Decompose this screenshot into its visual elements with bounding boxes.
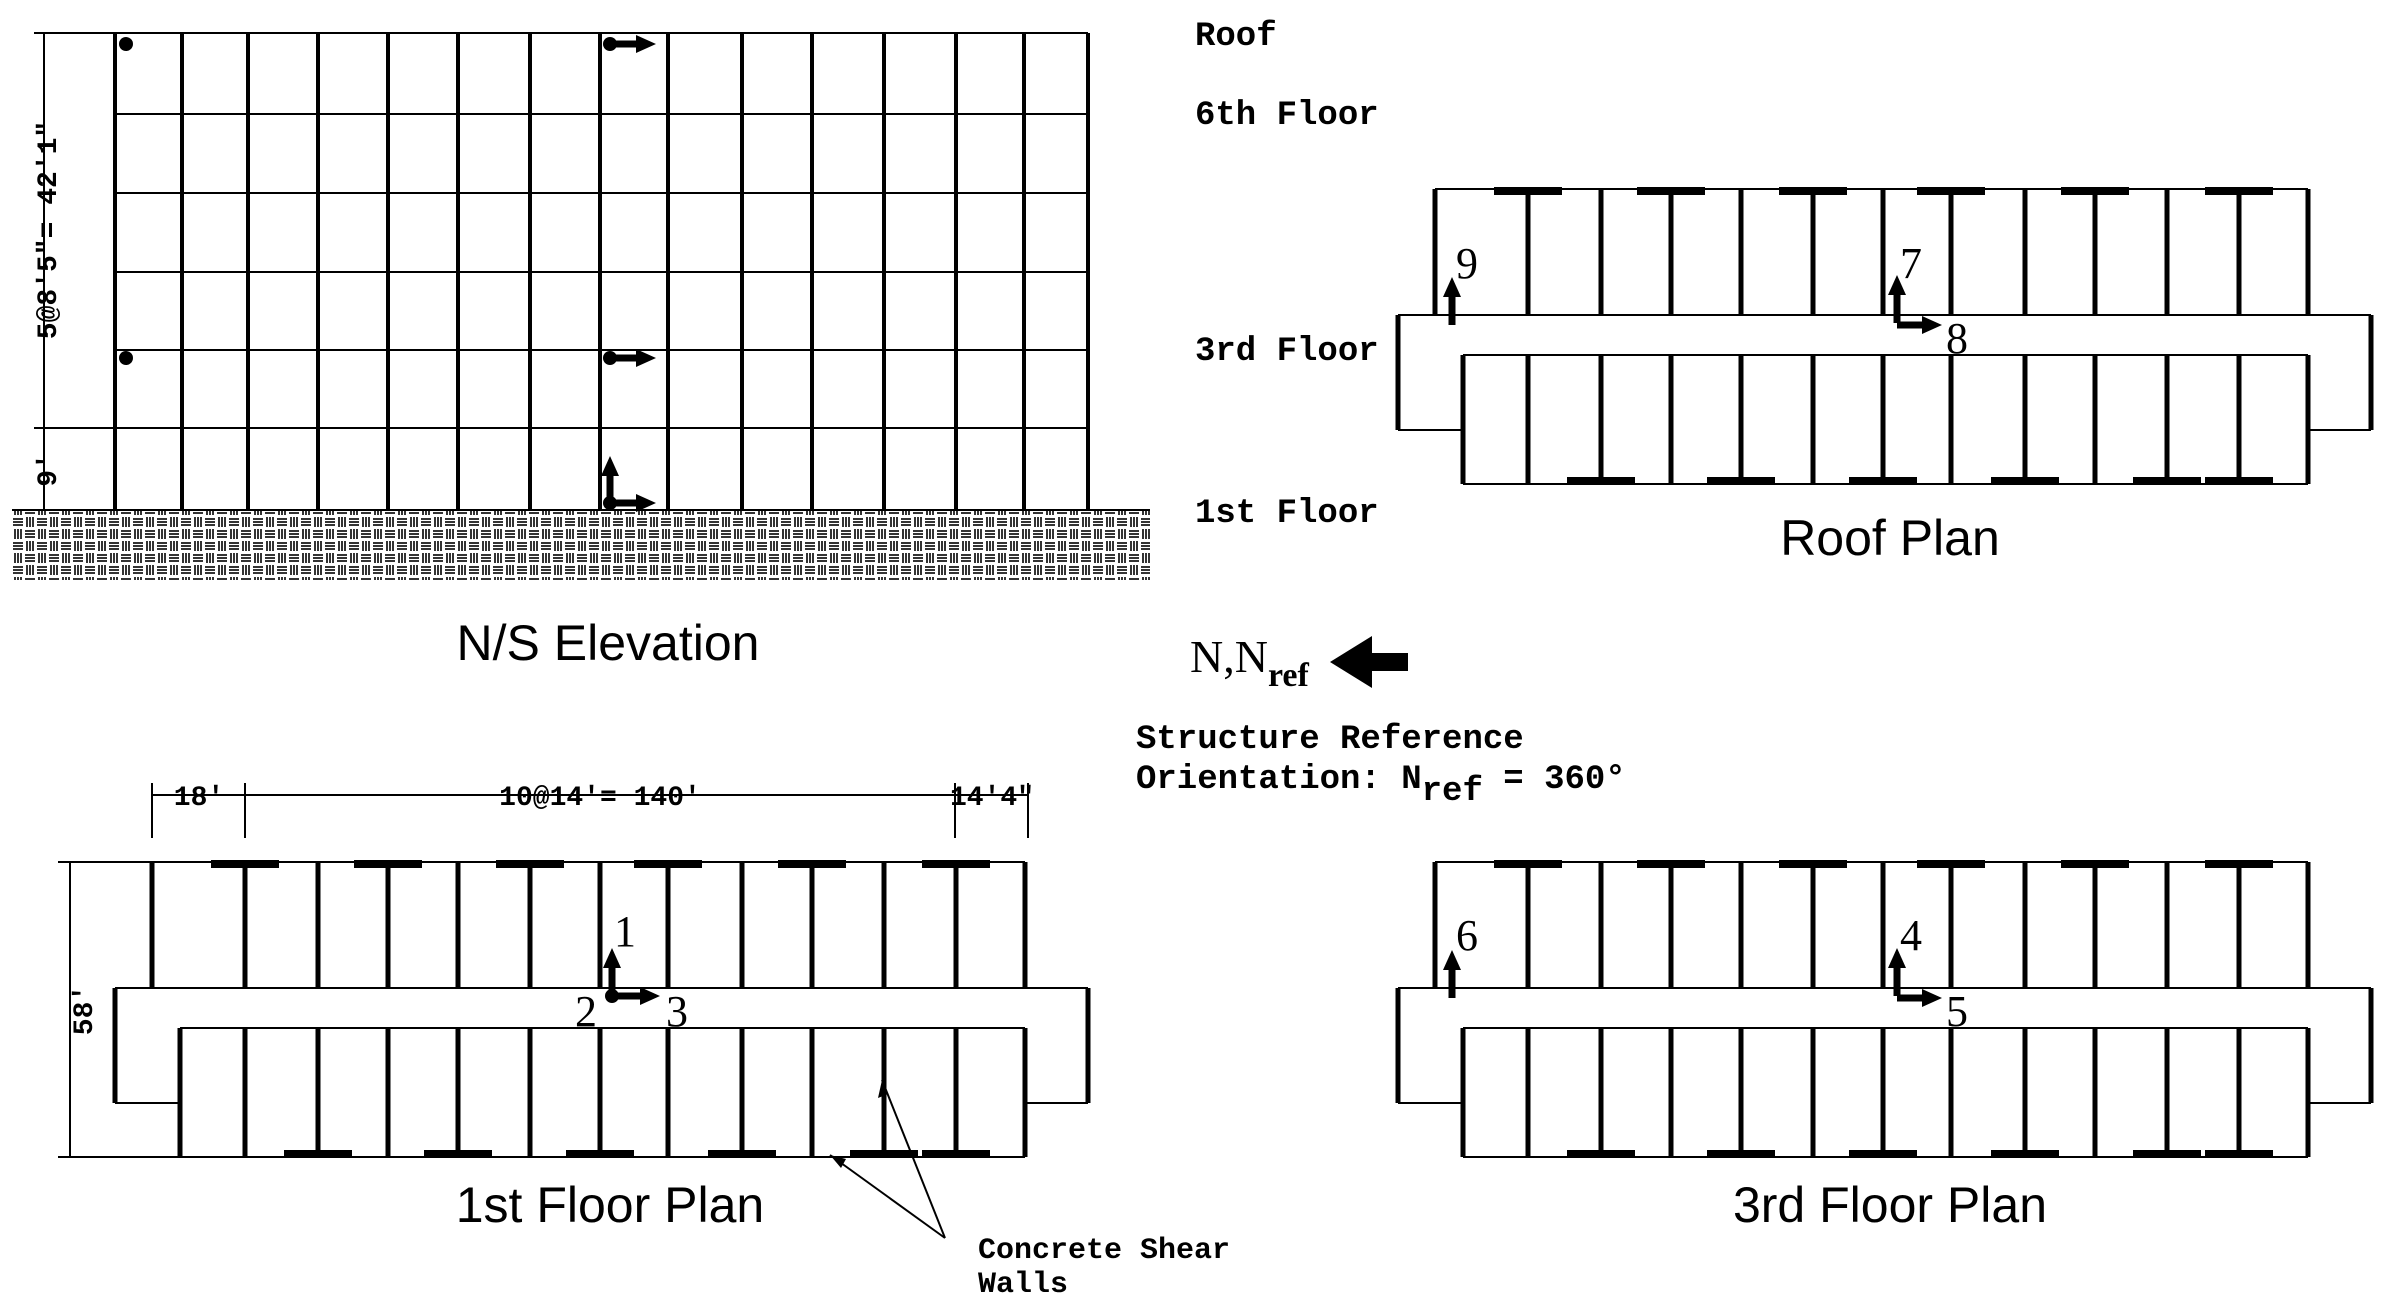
first-floor-plan: 12 3 <box>112 860 1091 1158</box>
shear-wall-annotation: Concrete Shear Walls <box>829 1079 1230 1302</box>
roof-plan-title: Roof Plan <box>1780 510 2000 566</box>
sensor-label-4: 4 <box>1900 911 1922 960</box>
sensor-dot-icon <box>119 37 133 51</box>
orientation-pre: Orientation: N <box>1136 761 1422 799</box>
elevation-frame-grid <box>113 32 1090 510</box>
arrow-head <box>1443 277 1461 297</box>
sensor-label-5: 5 <box>1946 987 1968 1036</box>
north-label: N,Nref <box>1190 631 1310 694</box>
arrow-up-icon <box>1443 950 1461 998</box>
plan-dim-depth: 58' <box>70 985 101 1035</box>
elevation-dim-upper: 5@8'5"= 42'1" <box>34 121 65 339</box>
level-labels: Roof 6th Floor 3rd Floor 1st Floor <box>1195 18 1379 533</box>
elevation-dim-lower: 9' <box>34 453 65 487</box>
arrow-right-icon <box>610 349 656 367</box>
arrow-right-icon <box>1922 316 1942 334</box>
sensor-dot-icon <box>119 351 133 365</box>
north-label-sub: ref <box>1268 657 1310 694</box>
arrow-up-icon <box>603 948 621 996</box>
elevation-sensors <box>119 35 656 512</box>
plan-dim-right: 14'4" <box>950 783 1034 814</box>
sensor-label-2: 2 <box>575 987 597 1036</box>
sensor-label-7: 7 <box>1900 239 1922 288</box>
sensor-label-3: 3 <box>666 987 688 1036</box>
ns-elevation: 5@8'5"= 42'1" 9' <box>12 32 1150 671</box>
level-1st-floor: 1st Floor <box>1195 495 1379 533</box>
north-arrow-icon <box>1330 636 1408 688</box>
sensor-label-9: 9 <box>1456 239 1478 288</box>
ground-hatch <box>12 510 1150 580</box>
arrow-right-icon <box>610 35 656 53</box>
third-floor-plan-title: 3rd Floor Plan <box>1733 1177 2047 1233</box>
elevation-title: N/S Elevation <box>457 615 760 671</box>
level-roof: Roof <box>1195 18 1277 56</box>
orientation-line-1: Structure Reference <box>1136 721 1524 759</box>
arrow-head <box>1443 950 1461 970</box>
orientation-note: Structure Reference Orientation: Nref = … <box>1136 721 1626 811</box>
level-3rd-floor: 3rd Floor <box>1195 333 1379 371</box>
sensor-label-6: 6 <box>1456 911 1478 960</box>
arrow-up-icon <box>601 456 619 503</box>
first-floor-plan-title: 1st Floor Plan <box>456 1177 764 1233</box>
plan-dim-middle: 10@14'= 140' <box>499 783 701 814</box>
arrow-up-icon <box>1888 275 1906 295</box>
arrow-up-icon <box>1888 948 1906 968</box>
orientation-sub: ref <box>1422 773 1483 811</box>
level-6th-floor: 6th Floor <box>1195 97 1379 135</box>
north-indicator: N,Nref <box>1190 631 1408 694</box>
plan-dimensions: 18' 10@14'= 140' 14'4" 58' <box>58 783 1034 1158</box>
arrow-head <box>640 987 660 1005</box>
arrow-head <box>603 948 621 968</box>
annotation-line-2: Walls <box>978 1268 1068 1302</box>
orientation-line-2: Orientation: Nref = 360° <box>1136 761 1626 811</box>
arrow-right-icon <box>612 987 660 1005</box>
plan-dim-left: 18' <box>174 783 224 814</box>
roof-plan: 9 78 <box>1395 187 2374 485</box>
arrow-right-icon <box>610 494 656 512</box>
orientation-post: = 360° <box>1483 761 1626 799</box>
arrow-up-icon <box>1443 277 1461 325</box>
elevation-dimensions: 5@8'5"= 42'1" 9' <box>34 32 115 511</box>
sensor-label-1: 1 <box>614 907 636 956</box>
arrow-right-icon <box>1922 989 1942 1007</box>
annotation-line-1: Concrete Shear <box>978 1234 1230 1268</box>
north-label-main: N,N <box>1190 631 1268 682</box>
third-floor-plan: 6 45 <box>1395 860 2374 1158</box>
sensor-label-8: 8 <box>1946 314 1968 363</box>
